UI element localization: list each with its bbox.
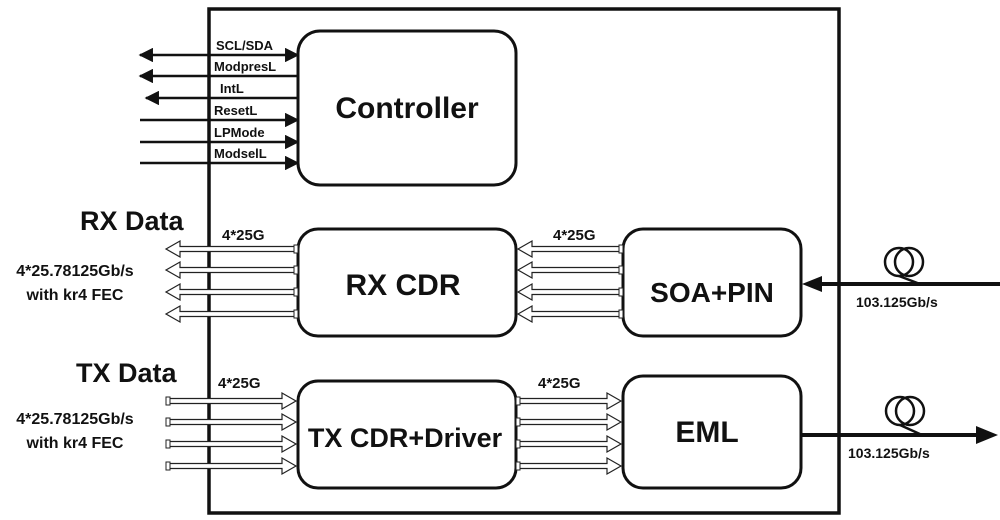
- signal-label-modsell: ModselL: [214, 146, 267, 161]
- tx-in-lane-2-cap: [165, 417, 171, 427]
- rx-data-lanes-out: [164, 239, 299, 324]
- rx-internal-lanes: [516, 239, 624, 324]
- rx-bus-left-label: 4*25G: [222, 227, 265, 244]
- fiber-coil-icon: [883, 246, 925, 286]
- signal-label-modpresl: ModpresL: [214, 59, 276, 74]
- rx-rate-line2: with kr4 FEC: [26, 287, 124, 304]
- eml-block: [621, 374, 803, 490]
- tx-cdr-driver-label: TX CDR+Driver: [308, 423, 503, 453]
- rx-mid-lane-2-cap: [618, 265, 624, 275]
- tx-optical-output: 103.125Gb/s: [801, 395, 998, 461]
- rx-out-lane-1-cap: [293, 244, 299, 254]
- tx-mid-lane-2-cap: [515, 417, 521, 427]
- tx-in-lane-3-cap: [165, 439, 171, 449]
- tx-internal-lanes: [515, 391, 623, 476]
- soa-pin-label: SOA+PIN: [650, 277, 774, 308]
- controller-block: [296, 29, 518, 187]
- rx-out-lane-4-cap: [293, 309, 299, 319]
- rx-out-lane-3-cap: [293, 287, 299, 297]
- tx-cdr-driver-block: [296, 379, 518, 490]
- tx-in-lane-4-cap: [165, 461, 171, 471]
- signal-label-resetl: ResetL: [214, 103, 257, 118]
- signal-label-lpmode: LPMode: [214, 125, 265, 140]
- tx-in-lane-1-cap: [165, 396, 171, 406]
- tx-bus-right-label: 4*25G: [538, 375, 581, 392]
- rx-mid-lane-4-cap: [618, 309, 624, 319]
- tx-optical-arrowhead: [976, 426, 998, 444]
- rx-cdr-label: RX CDR: [345, 269, 460, 302]
- signal-label-scl-sda: SCL/SDA: [216, 38, 274, 53]
- rx-mid-lane-1-cap: [618, 244, 624, 254]
- tx-mid-lane-4-cap: [515, 461, 521, 471]
- rx-rate-line1: 4*25.78125Gb/s: [16, 263, 134, 280]
- tx-mid-lane-1-cap: [515, 396, 521, 406]
- control-signal-lines: [138, 47, 300, 171]
- controller-label: Controller: [335, 92, 479, 125]
- rx-data-title: RX Data: [80, 206, 185, 236]
- tx-data-lanes-in: [165, 391, 298, 476]
- tx-rate-line1: 4*25.78125Gb/s: [16, 411, 134, 428]
- fiber-coil-icon: [884, 395, 926, 437]
- rx-optical-rate: 103.125Gb/s: [856, 294, 938, 310]
- rx-mid-lane-3-cap: [618, 287, 624, 297]
- tx-data-title: TX Data: [76, 358, 178, 388]
- control-signal-labels: SCL/SDA ModpresL IntL ResetL LPMode Mods…: [214, 38, 276, 161]
- eml-label: EML: [675, 416, 738, 449]
- tx-rate-line2: with kr4 FEC: [26, 435, 124, 452]
- rx-out-lane-2-cap: [293, 265, 299, 275]
- rx-cdr-block: [296, 227, 518, 338]
- tx-mid-lane-3-cap: [515, 439, 521, 449]
- rx-optical-arrowhead: [802, 276, 822, 292]
- rx-bus-right-label: 4*25G: [553, 227, 596, 244]
- tx-bus-left-label: 4*25G: [218, 375, 261, 392]
- soa-pin-block: [621, 227, 803, 338]
- signal-label-intl: IntL: [220, 81, 244, 96]
- tx-optical-rate: 103.125Gb/s: [848, 445, 930, 461]
- rx-optical-input: 103.125Gb/s: [802, 246, 1000, 310]
